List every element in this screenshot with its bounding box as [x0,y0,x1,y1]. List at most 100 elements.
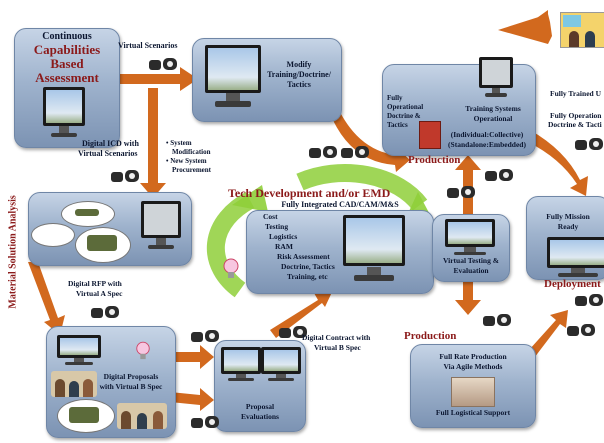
fully-trained-label: Fully Trained U [550,89,601,98]
training-systems-line4: (Standalone:Embedded) [448,140,526,149]
vr-goggles-icon [567,324,595,336]
bullet-new-system: • New System [166,157,207,165]
continuous-assessment-box: Continuous Capabilities Based Assessment [14,28,120,148]
training-systems-line1: Training Systems [465,104,521,113]
digital-proposals-line2: with Virtual B Spec [99,382,163,391]
arrow-assessment-to-modify [118,67,198,91]
deployment-title: Deployment [544,278,601,290]
full-rate-line3: Full Logistical Support [435,408,511,417]
production-top-title: Production [408,154,461,166]
digital-icd-label-2: Virtual Scenarios [78,149,138,158]
lightbulb-icon [136,341,150,360]
proposal-evaluations-box: Proposal Evaluations [214,340,306,432]
bullet-system: • System [166,139,192,147]
monitor-icon [479,57,513,97]
digital-rfp-label-2: Virtual A Spec [76,289,123,298]
vr-goggles-icon [341,146,369,158]
monitor-icon [343,215,405,281]
training-systems-box: Fully Operational Doctrine & Tactics Tra… [382,57,536,156]
cabinet-icon [419,121,441,149]
monitor-icon [43,87,85,137]
integrated-risk: Risk Assessment [277,252,330,261]
integrated-testing: Testing [265,222,289,231]
digital-contract-label: Digital Contract with [302,333,371,342]
arrow-modify-to-production [332,112,410,172]
material-solution-title: Material Solution Analysis [7,195,19,309]
vr-goggles-icon [485,169,513,181]
continuous-line3: Based [50,56,84,71]
monitor-icon [547,237,604,277]
fully-operational-label: Fully Operation [550,111,602,120]
production-mid-title: Production [404,330,457,342]
fully-operational-line4: Tactics [387,121,408,129]
monitor-icon [205,45,261,107]
arrow-proposals-to-eval-2 [170,388,214,411]
vr-goggles-icon [279,326,307,338]
arrow-test-down [455,262,481,315]
bullet-system-b: Modification [172,148,211,156]
arrow-to-deployment [528,130,588,196]
arrow-contract-up [270,290,333,338]
modify-line1: Modify [286,60,312,69]
training-systems-line2: Operational [473,114,513,123]
monitor-icon [261,347,301,381]
fully-operational-line3: Doctrine & [387,112,421,120]
deployment-line1: Fully Mission [546,212,590,221]
audience-image [51,371,97,397]
integrated-logistics: Logistics [269,232,298,241]
integrated-cad-box: Fully Integrated CAD/CAM/M&S Cost Testin… [246,200,434,294]
doctrine-tactics-label: Doctrine & Tacti [548,120,602,129]
modify-training-box: Modify Training/Doctrine/ Tactics [192,38,342,122]
helicopter-icon [75,209,99,216]
virtual-testing-box: Virtual Testing & Evaluation [432,214,510,282]
vr-goggles-icon [111,170,139,182]
modify-line3: Tactics [287,80,311,89]
monitor-icon [445,219,495,255]
tech-dev-title: Tech Development and/or EMD [228,186,391,200]
analysis-box [28,192,192,266]
deployment-line2: Ready [557,222,579,231]
vr-goggles-icon [191,416,219,428]
vr-goggles-icon [191,330,219,342]
virtual-testing-line2: Evaluation [453,266,489,275]
integrated-title: Fully Integrated CAD/CAM/M&S [281,200,399,209]
full-rate-line2: Via Agile Methods [443,362,503,371]
digital-proposals-box: Digital Proposals with Virtual B Spec [46,326,176,438]
fully-operational-line1: Fully [387,94,403,102]
virtual-scenarios-label: Virtual Scenarios [118,41,178,50]
virtual-testing-line1: Virtual Testing & [443,256,499,265]
modify-line2: Training/Doctrine/ [267,70,331,79]
vr-goggles-icon [447,186,475,198]
vr-goggles-icon [575,294,603,306]
vehicle-icon [87,235,117,251]
integrated-ram: RAM [275,242,293,251]
classroom-image [560,12,604,48]
cloud-drone [31,223,75,247]
integrated-cost: Cost [263,212,278,221]
integrated-doctrine: Doctrine, Tactics [281,262,335,271]
green-cycle [206,164,428,298]
integrated-training: Training, etc [287,272,328,281]
vehicle-icon [69,407,99,423]
vr-goggles-icon [309,146,337,158]
full-rate-line1: Full Rate Production [439,352,507,361]
digital-rfp-label: Digital RFP with [68,279,122,288]
continuous-line2: Capabilities [33,42,101,57]
arrow-icd-down [140,88,166,198]
deployment-box: Fully Mission Ready [526,196,604,280]
arrow-proposals-to-eval [170,345,214,369]
vr-goggles-icon [575,138,603,150]
factory-image [451,377,495,407]
cycle-arrowhead-1 [232,185,268,212]
digital-proposals-line1: Digital Proposals [103,372,159,381]
continuous-line1: Continuous [42,31,92,42]
continuous-line4: Assessment [35,70,99,85]
digital-icd-label: Digital ICD with [82,139,139,148]
monitor-icon [221,347,261,381]
audience-image-2 [117,403,167,429]
arrow-top-right-big [498,14,552,44]
proposal-eval-line2: Evaluations [241,412,279,421]
full-rate-production-box: Full Rate Production Via Agile Methods F… [410,344,536,428]
training-systems-line3: (Individual:Collective) [450,130,524,139]
